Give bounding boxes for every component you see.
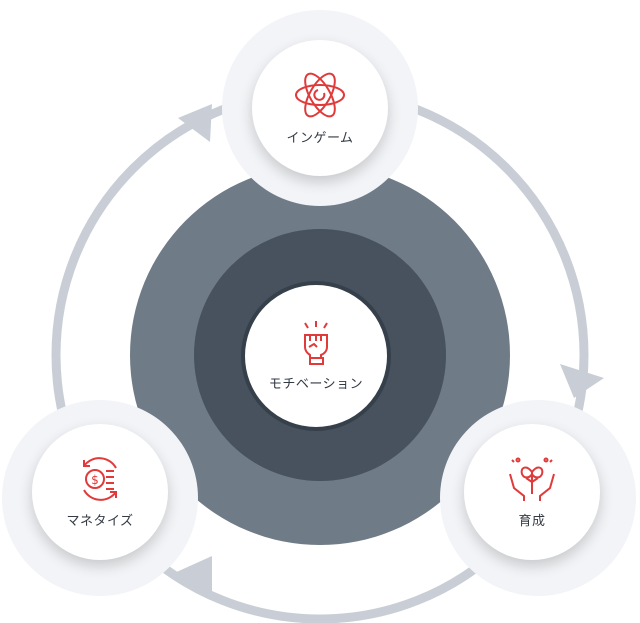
fist-icon bbox=[304, 320, 328, 365]
center-label: モチベーション bbox=[268, 376, 364, 392]
node-label: インゲーム bbox=[286, 130, 354, 146]
atom-icon bbox=[295, 72, 345, 117]
node-growth: 育成 bbox=[464, 424, 600, 560]
arrowhead-right bbox=[560, 364, 604, 398]
center-node-motivation: モチベーション bbox=[241, 281, 391, 431]
node-monetize: $ マネタイズ bbox=[32, 424, 168, 560]
node-label: 育成 bbox=[518, 513, 546, 529]
node-ingame: インゲーム bbox=[252, 40, 388, 176]
arrowhead-bottom bbox=[172, 556, 212, 596]
growth-hands-icon bbox=[509, 457, 555, 501]
svg-text:$: $ bbox=[91, 473, 99, 487]
money-cycle-icon: $ bbox=[83, 456, 117, 501]
arrowhead-top-left bbox=[178, 104, 212, 142]
node-label: マネタイズ bbox=[66, 513, 134, 529]
